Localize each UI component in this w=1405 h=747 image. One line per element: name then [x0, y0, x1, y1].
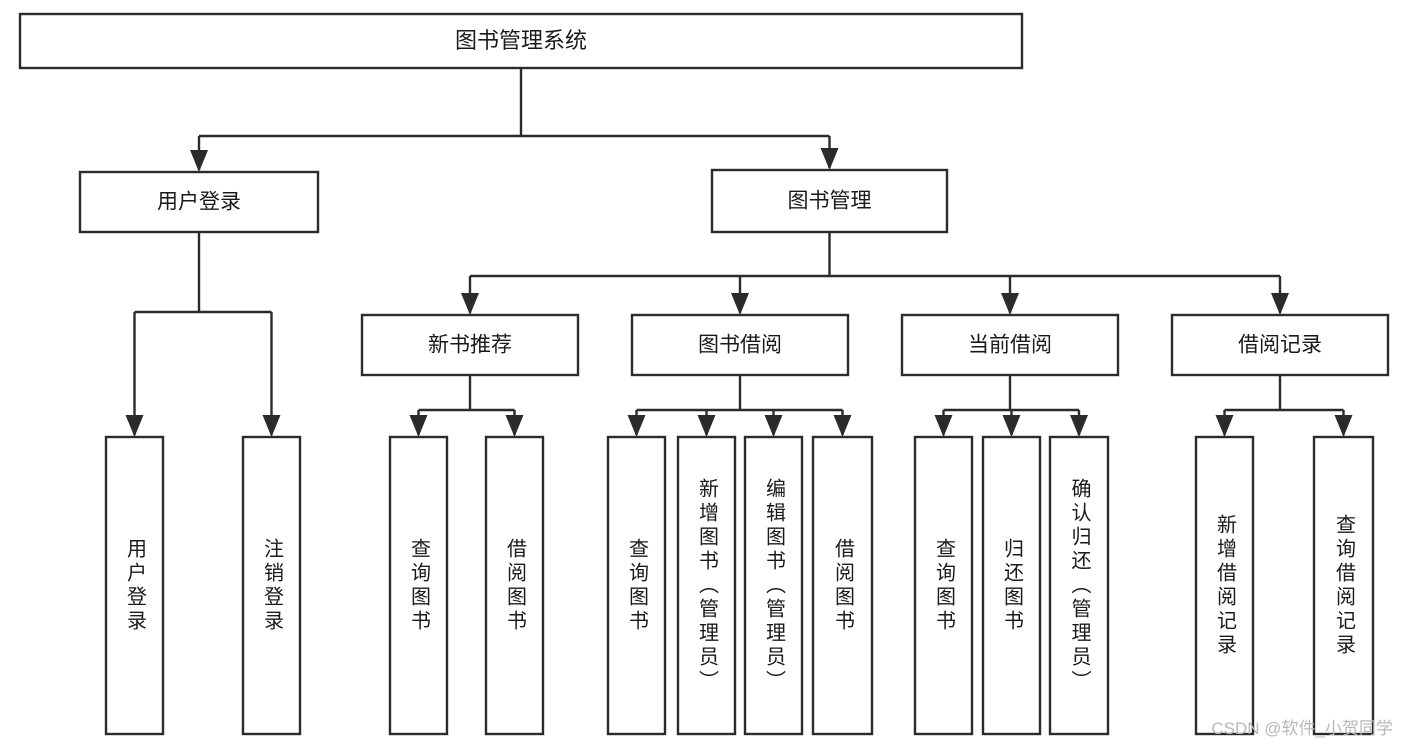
node-box-leaf-borrow-book-bb[interactable] — [811, 435, 874, 736]
node-label-current-borrow: 当前借阅 — [968, 334, 1052, 357]
node-box-leaf-query-record[interactable] — [1312, 435, 1375, 736]
node-box-borrow-record[interactable] — [1170, 313, 1390, 377]
node-box-book-manage[interactable] — [710, 168, 949, 234]
arrowhead-book-borrow-to-leaf-add-book — [697, 415, 716, 437]
arrowhead-book-manage-to-borrow-record — [1271, 293, 1289, 315]
node-box-new-book-rec[interactable] — [360, 313, 580, 377]
node-label-book-borrow: 图书借阅 — [698, 334, 782, 357]
node-label-book-manage: 图书管理 — [788, 190, 872, 213]
arrowhead-new-book-rec-to-leaf-query-book-rec — [409, 415, 428, 437]
node-box-leaf-edit-book[interactable] — [743, 435, 804, 736]
node-box-leaf-user-login[interactable] — [104, 435, 165, 736]
node-label-root: 图书管理系统 — [455, 28, 587, 53]
boxes-layer — [18, 12, 1390, 736]
node-box-leaf-query-book-cb[interactable] — [913, 435, 974, 736]
node-box-leaf-return-book[interactable] — [981, 435, 1042, 736]
csdn-watermark: CSDN @软件_小贺同学 — [1211, 719, 1393, 738]
node-box-current-borrow[interactable] — [900, 313, 1120, 377]
node-box-leaf-add-record[interactable] — [1194, 435, 1255, 736]
arrowhead-current-borrow-to-leaf-confirm-return — [1070, 415, 1088, 437]
arrowhead-book-manage-to-current-borrow — [1001, 293, 1019, 315]
node-label-new-book-rec: 新书推荐 — [428, 334, 512, 357]
arrowhead-current-borrow-to-leaf-return-book — [1002, 415, 1021, 437]
arrowhead-book-borrow-to-leaf-query-book-bb — [627, 415, 646, 437]
arrowhead-book-borrow-to-leaf-edit-book — [764, 415, 783, 437]
node-label-user-login: 用户登录 — [157, 191, 241, 214]
node-box-leaf-query-book-rec[interactable] — [388, 435, 449, 736]
node-label-borrow-record: 借阅记录 — [1238, 334, 1322, 357]
arrowhead-root-to-user-login — [190, 150, 208, 172]
arrowhead-book-manage-to-new-book-rec — [461, 293, 479, 315]
arrowhead-book-borrow-to-leaf-borrow-book-bb — [833, 415, 852, 437]
node-box-leaf-add-book[interactable] — [676, 435, 737, 736]
node-box-book-borrow[interactable] — [630, 313, 850, 377]
arrowhead-user-login-to-leaf-logout — [262, 415, 281, 437]
connectors-layer — [125, 68, 1353, 437]
arrowhead-root-to-book-manage — [820, 148, 839, 170]
node-box-leaf-borrow-book-rec[interactable] — [484, 435, 545, 736]
node-box-leaf-query-book-bb[interactable] — [606, 435, 667, 736]
arrowhead-book-manage-to-book-borrow — [731, 293, 749, 315]
node-box-root[interactable] — [18, 12, 1024, 70]
arrowhead-user-login-to-leaf-user-login — [125, 415, 144, 437]
node-box-leaf-confirm-return[interactable] — [1048, 435, 1110, 736]
node-box-leaf-logout[interactable] — [241, 435, 302, 736]
arrowhead-borrow-record-to-leaf-add-record — [1215, 415, 1234, 437]
arrowhead-new-book-rec-to-leaf-borrow-book-rec — [505, 415, 524, 437]
node-box-user-login[interactable] — [78, 170, 320, 234]
arrowhead-current-borrow-to-leaf-query-book-cb — [934, 415, 953, 437]
arrowhead-borrow-record-to-leaf-query-record — [1334, 415, 1353, 437]
